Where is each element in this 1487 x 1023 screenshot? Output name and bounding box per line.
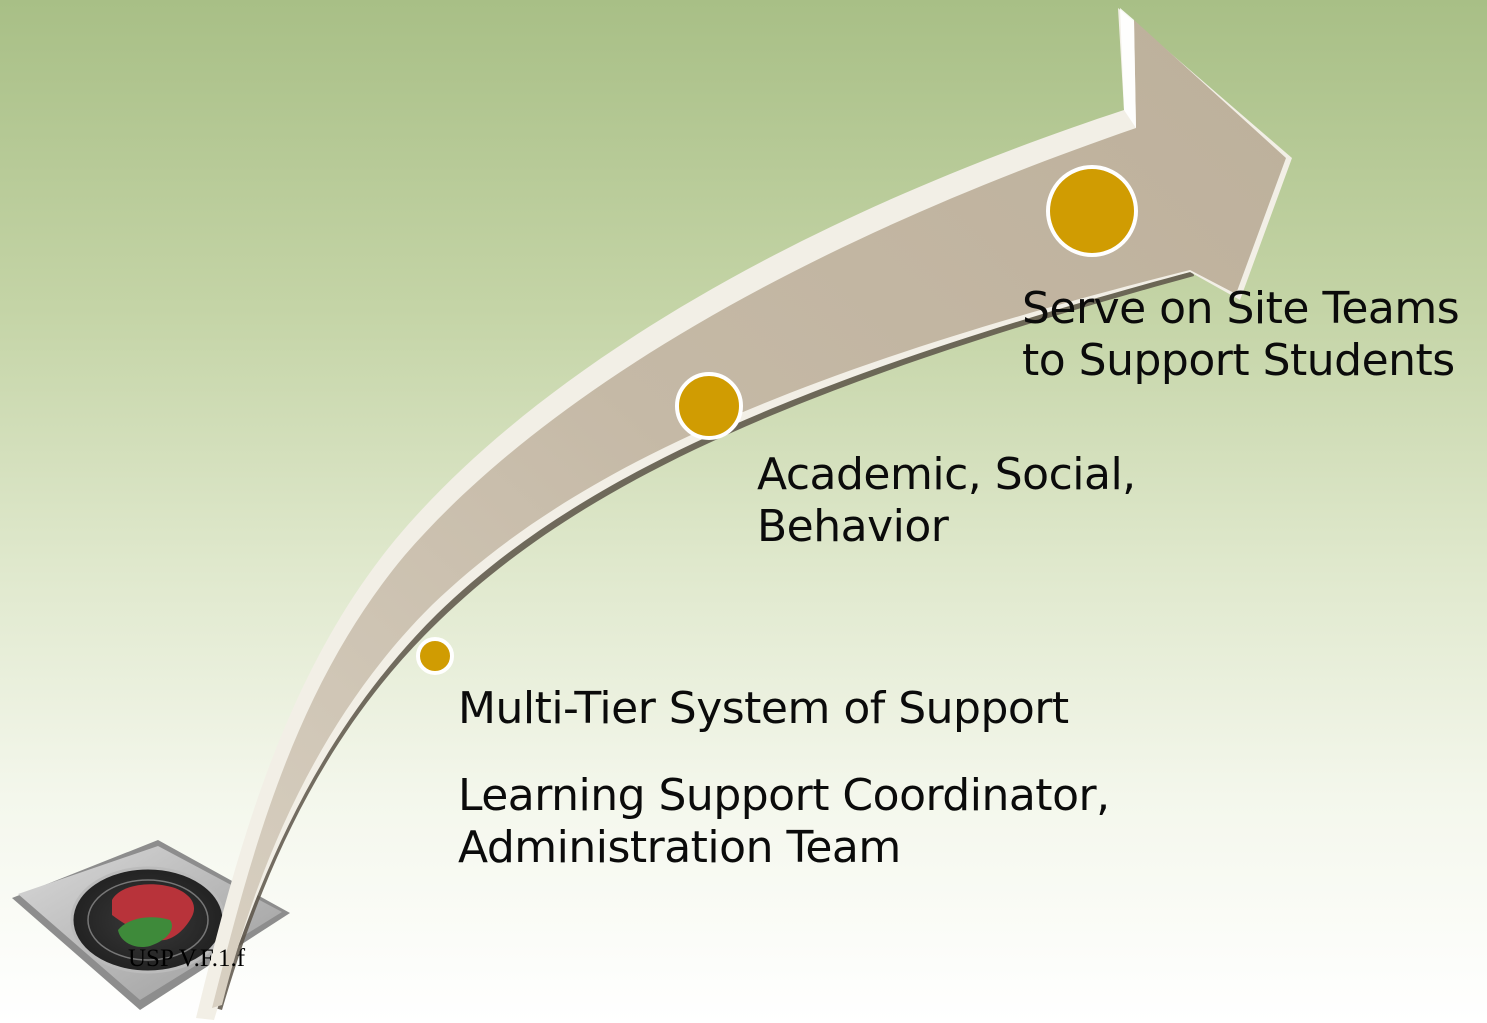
step-3-line-2: to Support Students bbox=[1022, 335, 1455, 386]
step-1-line-1: Multi-Tier System of Support bbox=[458, 683, 1069, 734]
milestone-dot-3 bbox=[1046, 165, 1138, 257]
step-2-line-2: Behavior bbox=[757, 501, 949, 552]
step-3-label: Serve on Site Teams to Support Students bbox=[1022, 283, 1460, 387]
step-1-details: Learning Support Coordinator, Administra… bbox=[458, 770, 1110, 874]
arrow-body bbox=[212, 20, 1286, 1008]
reference-label: USP V.F.1.f bbox=[128, 945, 246, 972]
seal-logo bbox=[12, 840, 290, 1010]
step-3-line-1: Serve on Site Teams bbox=[1022, 283, 1460, 334]
milestone-dot-1 bbox=[416, 637, 454, 675]
step-2-line-1: Academic, Social, bbox=[757, 449, 1136, 500]
step-1-detail-2: Administration Team bbox=[458, 822, 901, 873]
step-1-detail-1: Learning Support Coordinator, bbox=[458, 770, 1110, 821]
step-2-label: Academic, Social, Behavior bbox=[757, 449, 1136, 553]
step-1-label: Multi-Tier System of Support bbox=[458, 683, 1069, 735]
arrow-head-face bbox=[1120, 8, 1136, 128]
milestone-dot-2 bbox=[675, 372, 743, 440]
